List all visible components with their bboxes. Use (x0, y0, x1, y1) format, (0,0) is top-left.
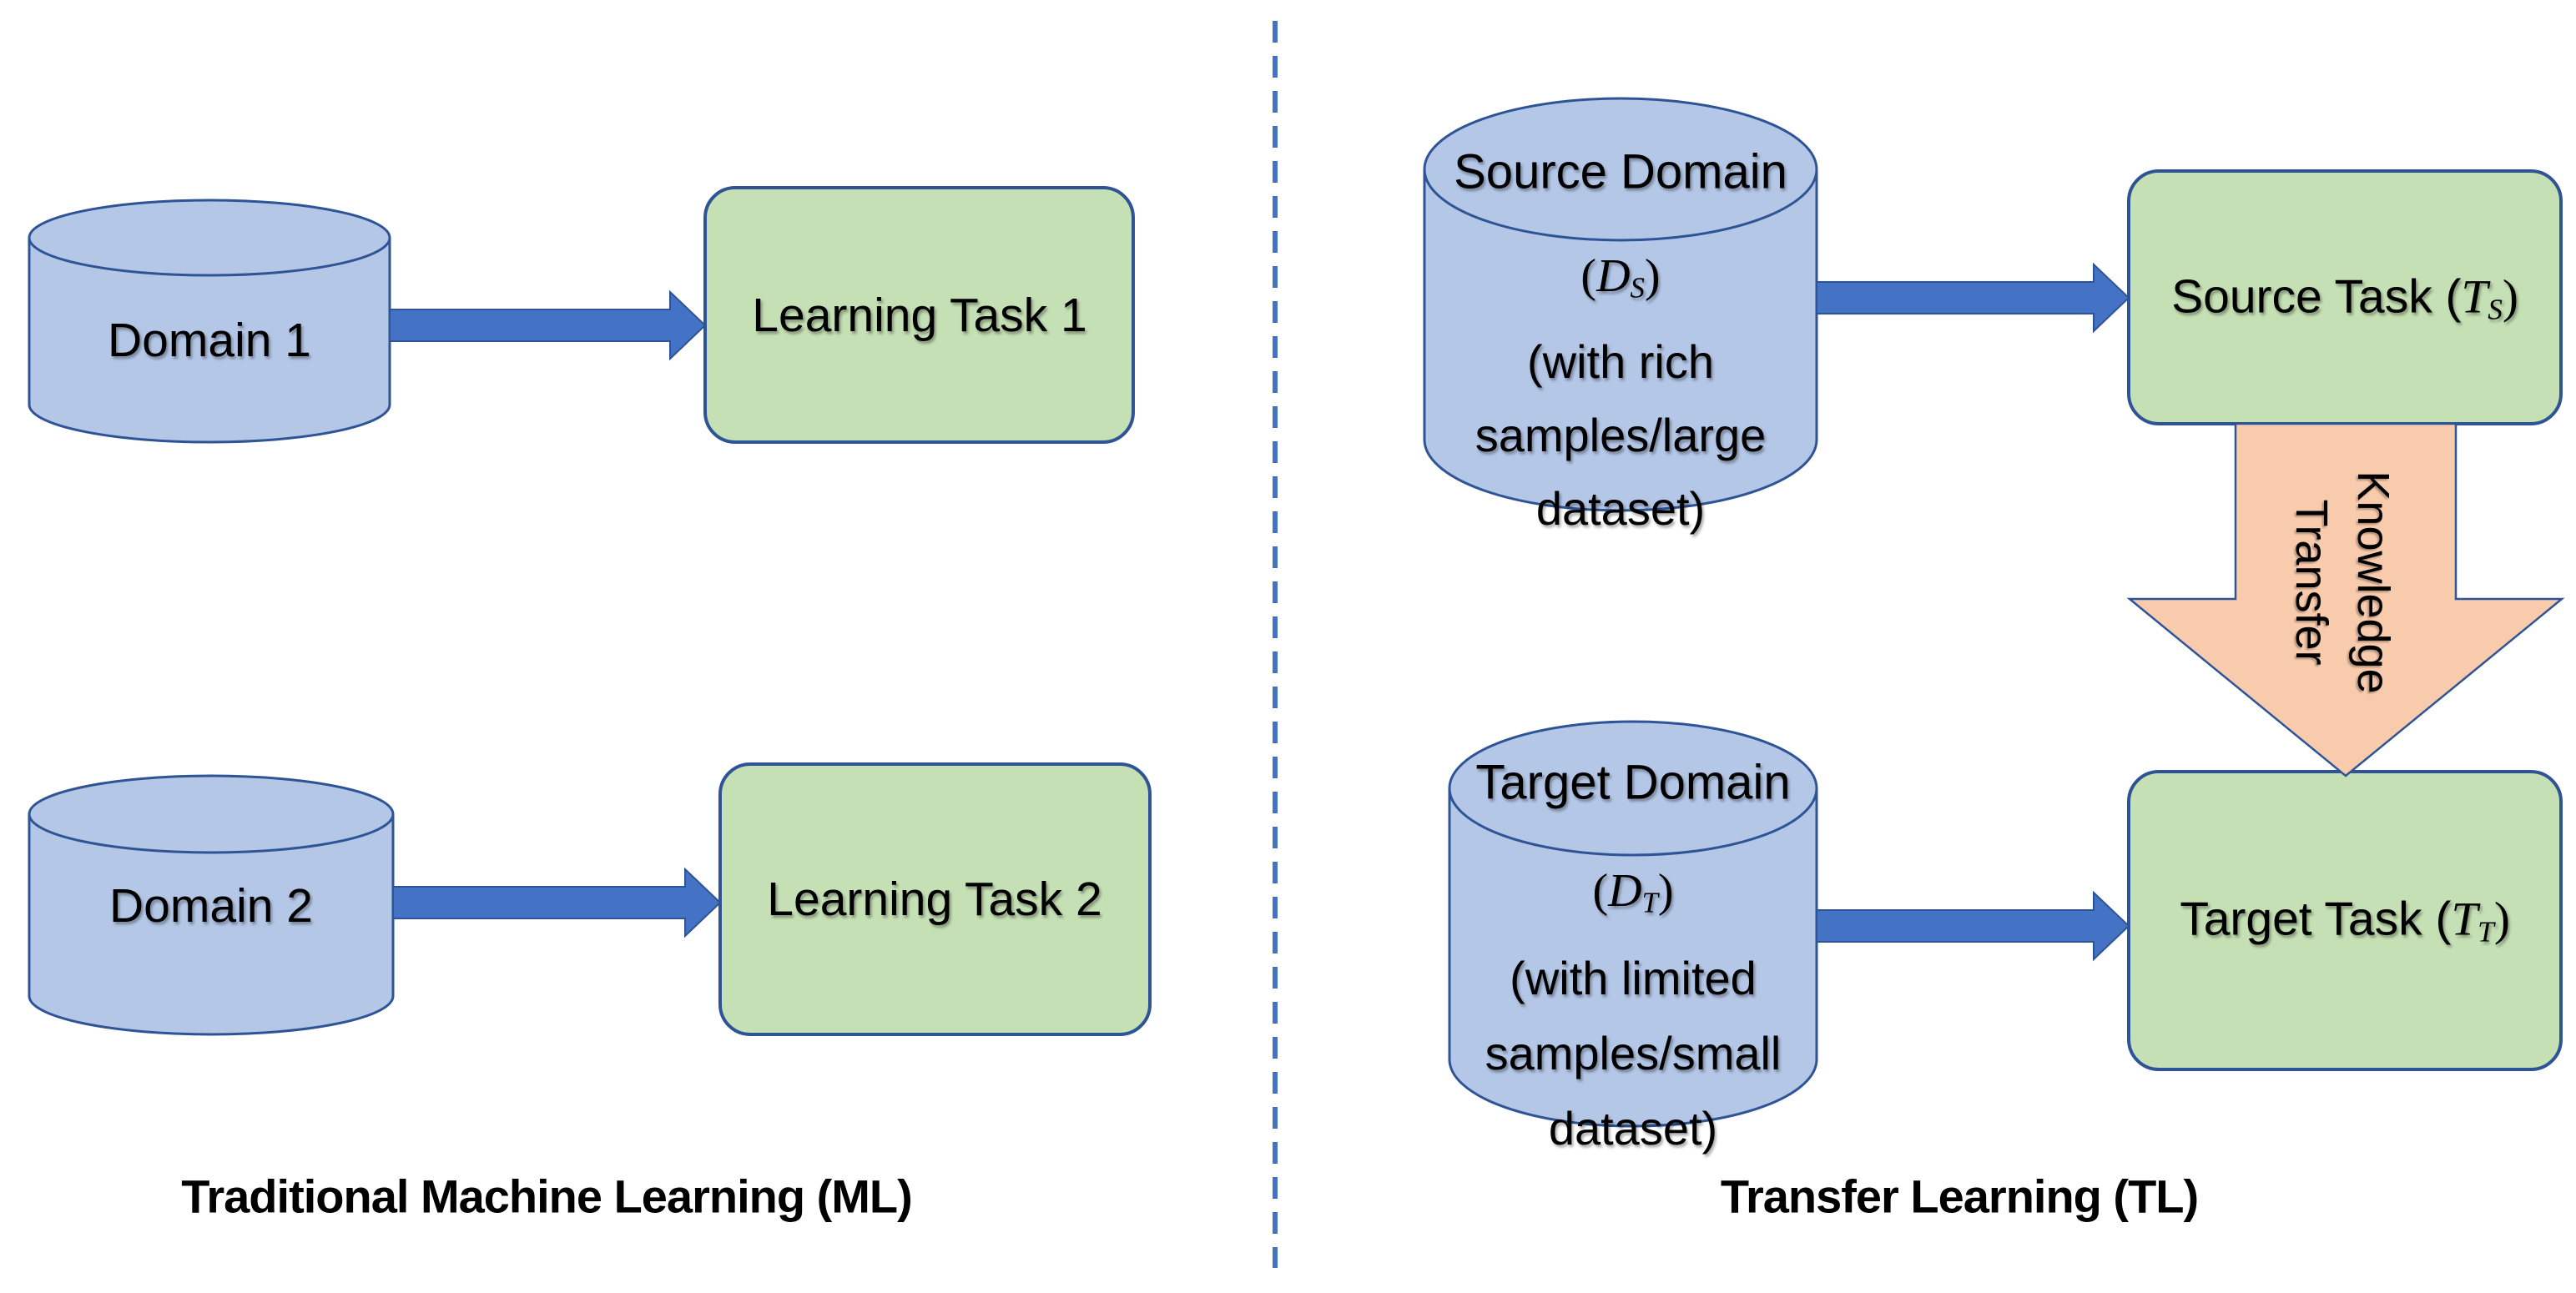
knowledge-transfer-arrow (2126, 422, 2565, 777)
domain1-cylinder (28, 199, 391, 444)
domain2-label: Domain 2 (109, 879, 313, 933)
knowledge-transfer-label: Knowledge Transfer (2281, 470, 2404, 693)
learning-task1-label: Learning Task 1 (752, 289, 1087, 342)
domain1-to-task1-arrow (389, 289, 707, 361)
source-symbol-close-paren: ) (1644, 250, 1661, 302)
target-domain-symbol: (DT) (1485, 853, 1782, 941)
knowledge-transfer-line1: Knowledge (2348, 470, 2398, 694)
target-task-symbol-subscript: T (2478, 915, 2494, 948)
source-task-label: Source Task (TS) (2171, 269, 2518, 327)
right-panel-caption: Transfer Learning (TL) (1720, 1170, 2199, 1223)
learning-task2-box (718, 762, 1152, 1036)
domain2-to-task2-arrow (392, 867, 722, 938)
source-task-close-paren: ) (2502, 270, 2518, 324)
target-symbol-close-paren: ) (1657, 865, 1674, 917)
target-task-symbol-base: T (2451, 893, 2478, 946)
source-domain-title: Source Domain (1454, 144, 1787, 199)
target-symbol-open-paren: ( (1592, 865, 1609, 917)
source-domain-desc-line3: dataset) (1535, 481, 1706, 535)
target-task-text: Target Task ( (2180, 892, 2452, 946)
source-symbol-subscript: S (1630, 271, 1645, 304)
target-task-label: Target Task (TT) (2180, 892, 2510, 949)
source-domain-symbol: (DS) (1475, 239, 1767, 325)
source-domain-to-source-task-arrow (1816, 262, 2130, 334)
domain1-label: Domain 1 (108, 314, 311, 367)
target-domain-desc-line1: (with limited (1510, 951, 1757, 1004)
source-domain-desc-line2: samples/large (1475, 408, 1767, 461)
source-symbol-open-paren: ( (1580, 250, 1597, 302)
target-symbol-subscript: T (1641, 886, 1658, 919)
source-domain-desc-line1: (with rich (1526, 335, 1715, 388)
source-domain-description: (DS) (with rich samples/large dataset) (1475, 239, 1767, 546)
target-domain-desc-line3: dataset) (1548, 1101, 1718, 1155)
source-task-symbol-subscript: S (2488, 293, 2503, 326)
knowledge-transfer-line2: Transfer (2286, 499, 2337, 666)
learning-task2-label: Learning Task 2 (767, 873, 1102, 926)
source-domain-cylinder (1423, 97, 1818, 512)
target-domain-desc-line2: samples/small (1485, 1026, 1782, 1079)
target-task-close-paren: ) (2493, 893, 2510, 946)
left-panel-caption: Traditional Machine Learning (ML) (181, 1170, 912, 1223)
learning-task1-box (703, 186, 1135, 444)
domain2-cylinder (28, 774, 395, 1036)
source-symbol-base: D (1596, 250, 1631, 302)
target-domain-title: Target Domain (1475, 755, 1791, 810)
source-task-text: Source Task ( (2171, 269, 2462, 324)
source-task-symbol-base: T (2461, 270, 2488, 324)
target-domain-cylinder (1448, 720, 1818, 1128)
target-symbol-base: D (1608, 865, 1642, 917)
target-domain-description: (DT) (with limited samples/small dataset… (1485, 853, 1782, 1166)
target-domain-to-target-task-arrow (1816, 890, 2130, 962)
